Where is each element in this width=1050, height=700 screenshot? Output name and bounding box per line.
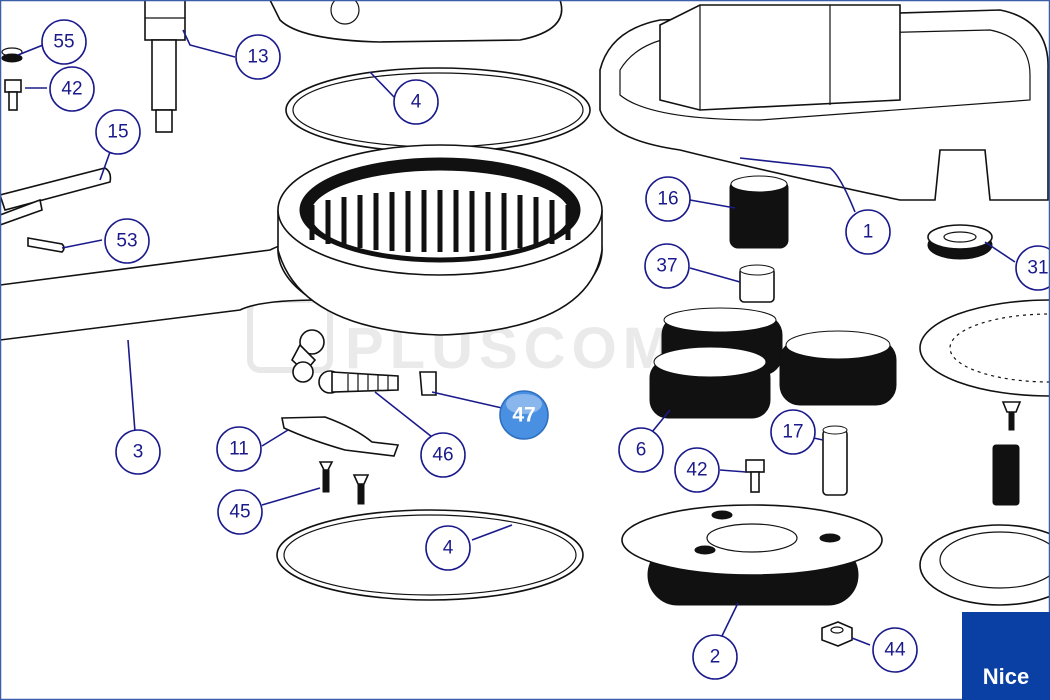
svg-text:3: 3 xyxy=(133,442,144,463)
callout-4-bottom: 4 xyxy=(425,525,471,571)
svg-text:42: 42 xyxy=(686,460,707,481)
callout-55: 55 xyxy=(41,19,87,65)
callout-44: 44 xyxy=(872,627,918,673)
screw-right xyxy=(1001,401,1022,431)
gasket-ring-top xyxy=(285,67,591,153)
svg-text:37: 37 xyxy=(656,256,677,277)
callout-15: 15 xyxy=(95,109,141,155)
svg-text:17: 17 xyxy=(782,422,803,443)
svg-text:42: 42 xyxy=(61,79,82,100)
callout-17: 17 xyxy=(770,409,816,455)
gear-wheel-2 xyxy=(621,504,883,606)
upper-cover-fragment xyxy=(269,0,563,43)
callout-2: 2 xyxy=(692,634,738,680)
callout-4-top: 4 xyxy=(393,79,439,125)
svg-text:45: 45 xyxy=(229,502,250,523)
callout-31: 31 xyxy=(1015,245,1050,291)
screw-42-left xyxy=(4,79,22,111)
callout-37: 37 xyxy=(644,243,690,289)
svg-text:31: 31 xyxy=(1027,258,1048,279)
callout-11: 11 xyxy=(216,426,262,472)
pin-15 xyxy=(0,167,112,226)
clip-47 xyxy=(419,371,437,396)
nut-44 xyxy=(821,621,853,647)
svg-text:11: 11 xyxy=(229,439,249,460)
callout-53: 53 xyxy=(104,218,150,264)
plate-11 xyxy=(281,416,400,457)
shaft xyxy=(144,0,186,133)
svg-text:4: 4 xyxy=(443,538,454,559)
svg-text:16: 16 xyxy=(657,189,678,210)
callout-42-center: 42 xyxy=(674,447,720,493)
callout-3: 3 xyxy=(115,429,161,475)
screws-45 xyxy=(318,461,370,505)
washer-31 xyxy=(927,224,993,260)
leader-lines xyxy=(17,29,1016,646)
lower-right-disc xyxy=(919,524,1050,606)
callout-47-highlighted: 47 xyxy=(499,390,549,440)
callout-16: 16 xyxy=(645,176,691,222)
svg-text:4: 4 xyxy=(411,92,422,113)
bushing-37 xyxy=(739,264,775,303)
svg-text:13: 13 xyxy=(247,47,268,68)
callout-13: 13 xyxy=(235,34,281,80)
double-gear-6 xyxy=(649,307,897,419)
callout-6: 6 xyxy=(618,427,664,473)
svg-text:44: 44 xyxy=(884,640,906,661)
callout-46: 46 xyxy=(420,432,466,478)
callout-45: 45 xyxy=(217,489,263,535)
encoder-disc xyxy=(919,299,1050,397)
pin-53 xyxy=(27,237,65,253)
brand-label: Nice xyxy=(982,664,1030,689)
magnet-block xyxy=(992,444,1020,506)
ring-gear-arm xyxy=(0,144,603,341)
gear-16 xyxy=(729,175,789,249)
svg-text:15: 15 xyxy=(107,122,128,143)
callout-42-left: 42 xyxy=(49,66,95,112)
screws-46 xyxy=(291,329,399,394)
svg-text:6: 6 xyxy=(636,440,647,461)
brand-logo: Nice xyxy=(962,612,1050,700)
svg-text:55: 55 xyxy=(53,32,74,53)
svg-text:2: 2 xyxy=(710,647,721,668)
gear-housing xyxy=(599,4,1049,201)
pin-17 xyxy=(822,425,848,496)
small-spring xyxy=(1,47,23,63)
screw-42-center xyxy=(745,459,765,493)
svg-text:1: 1 xyxy=(863,222,874,243)
svg-text:46: 46 xyxy=(432,445,453,466)
svg-text:47: 47 xyxy=(512,404,535,427)
svg-text:53: 53 xyxy=(116,231,137,252)
callout-1: 1 xyxy=(845,209,891,255)
